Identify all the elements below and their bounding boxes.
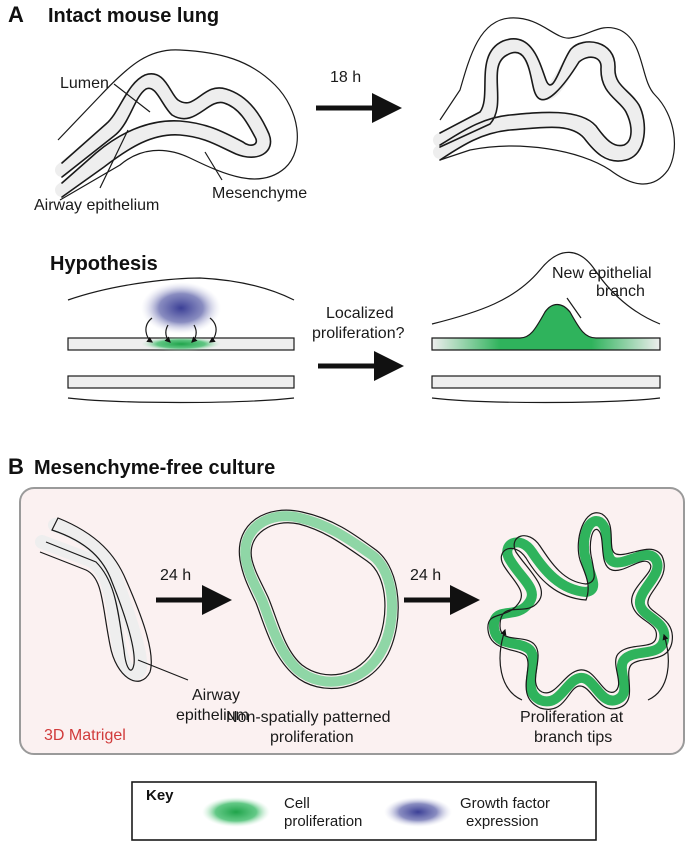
hypothesis-after: New epithelial branch	[431, 251, 661, 404]
nonspatial-label-2: proliferation	[270, 729, 354, 746]
label-lumen: Lumen	[60, 75, 109, 92]
nonspatial-label-1: Non-spatially patterned	[226, 709, 391, 726]
tips-label-2: branch tips	[534, 729, 612, 746]
key-title: Key	[146, 787, 174, 804]
label-airway-epithelium: Airway epithelium	[34, 197, 159, 214]
growth-factor-blob	[141, 282, 221, 334]
key-growth-2: expression	[466, 813, 539, 830]
hyp-arrow-label-2: proliferation?	[312, 325, 405, 342]
panel-a-letter: A	[8, 2, 24, 27]
airway-label-1: Airway	[192, 687, 240, 704]
key-cell-2: proliferation	[284, 813, 362, 830]
key-proliferation-swatch	[202, 797, 270, 827]
hypothesis-before	[67, 277, 295, 404]
key-cell-1: Cell	[284, 795, 310, 812]
label-mesenchyme: Mesenchyme	[212, 185, 307, 202]
intact-lung-before: Lumen Airway epithelium Mesenchyme	[34, 49, 307, 214]
hyp-arrow-label-1: Localized	[326, 305, 394, 322]
panel-b-letter: B	[8, 454, 24, 479]
key-box: Key Cell proliferation Growth factor exp…	[131, 781, 597, 841]
new-branch-label-2: branch	[596, 283, 645, 300]
hypothesis-title: Hypothesis	[50, 253, 158, 275]
intact-lung-after	[433, 17, 675, 185]
branched-organoid	[487, 512, 673, 710]
airway-tube-start: Airway epithelium	[35, 517, 249, 724]
panel-a-title: Intact mouse lung	[48, 5, 219, 27]
cyst-nonpatterned	[238, 509, 399, 690]
b-arrow2-label: 24 h	[410, 567, 441, 584]
b-arrow1-label: 24 h	[160, 567, 191, 584]
panel-b-title: Mesenchyme-free culture	[34, 457, 275, 479]
matrigel-label: 3D Matrigel	[44, 727, 126, 744]
key-growth-1: Growth factor	[460, 795, 550, 812]
tips-label-1: Proliferation at	[520, 709, 624, 726]
proliferation-spot	[141, 337, 221, 351]
key-growth-swatch	[384, 797, 452, 827]
new-branch-label-1: New epithelial	[552, 265, 652, 282]
arrow-label-18h: 18 h	[330, 69, 361, 86]
airway-label-2: epithelium	[176, 707, 249, 724]
